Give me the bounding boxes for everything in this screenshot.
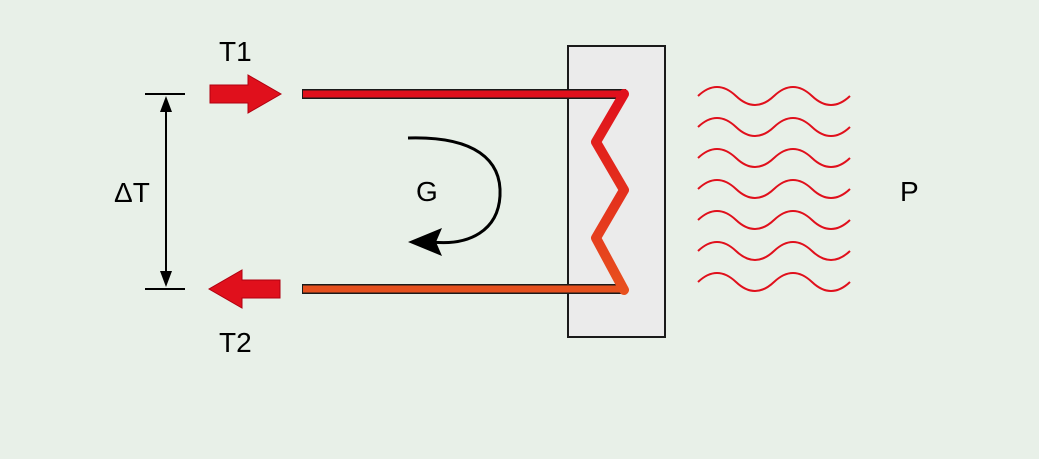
temp-difference-label: ΔT bbox=[114, 177, 150, 208]
power-label: P bbox=[900, 176, 919, 207]
flow-arrowhead-icon bbox=[408, 228, 442, 256]
inlet-arrow-icon bbox=[209, 74, 283, 114]
flow-label: G bbox=[416, 176, 438, 207]
heat-waves bbox=[697, 86, 851, 292]
outlet-temp-label: T2 bbox=[219, 327, 252, 358]
heat-wave-line bbox=[697, 86, 851, 106]
heat-wave-line bbox=[697, 241, 851, 261]
flow-direction-arrow bbox=[407, 136, 502, 245]
heat-wave-line bbox=[697, 210, 851, 230]
outlet-arrow-icon bbox=[207, 269, 281, 309]
heating-coil bbox=[591, 89, 629, 295]
heat-wave-line bbox=[697, 272, 851, 292]
inlet-temp-label: T1 bbox=[219, 36, 252, 67]
heat-wave-line bbox=[697, 148, 851, 168]
temp-difference-dimension bbox=[145, 93, 185, 290]
heat-wave-line bbox=[697, 179, 851, 199]
heat-wave-line bbox=[697, 117, 851, 137]
